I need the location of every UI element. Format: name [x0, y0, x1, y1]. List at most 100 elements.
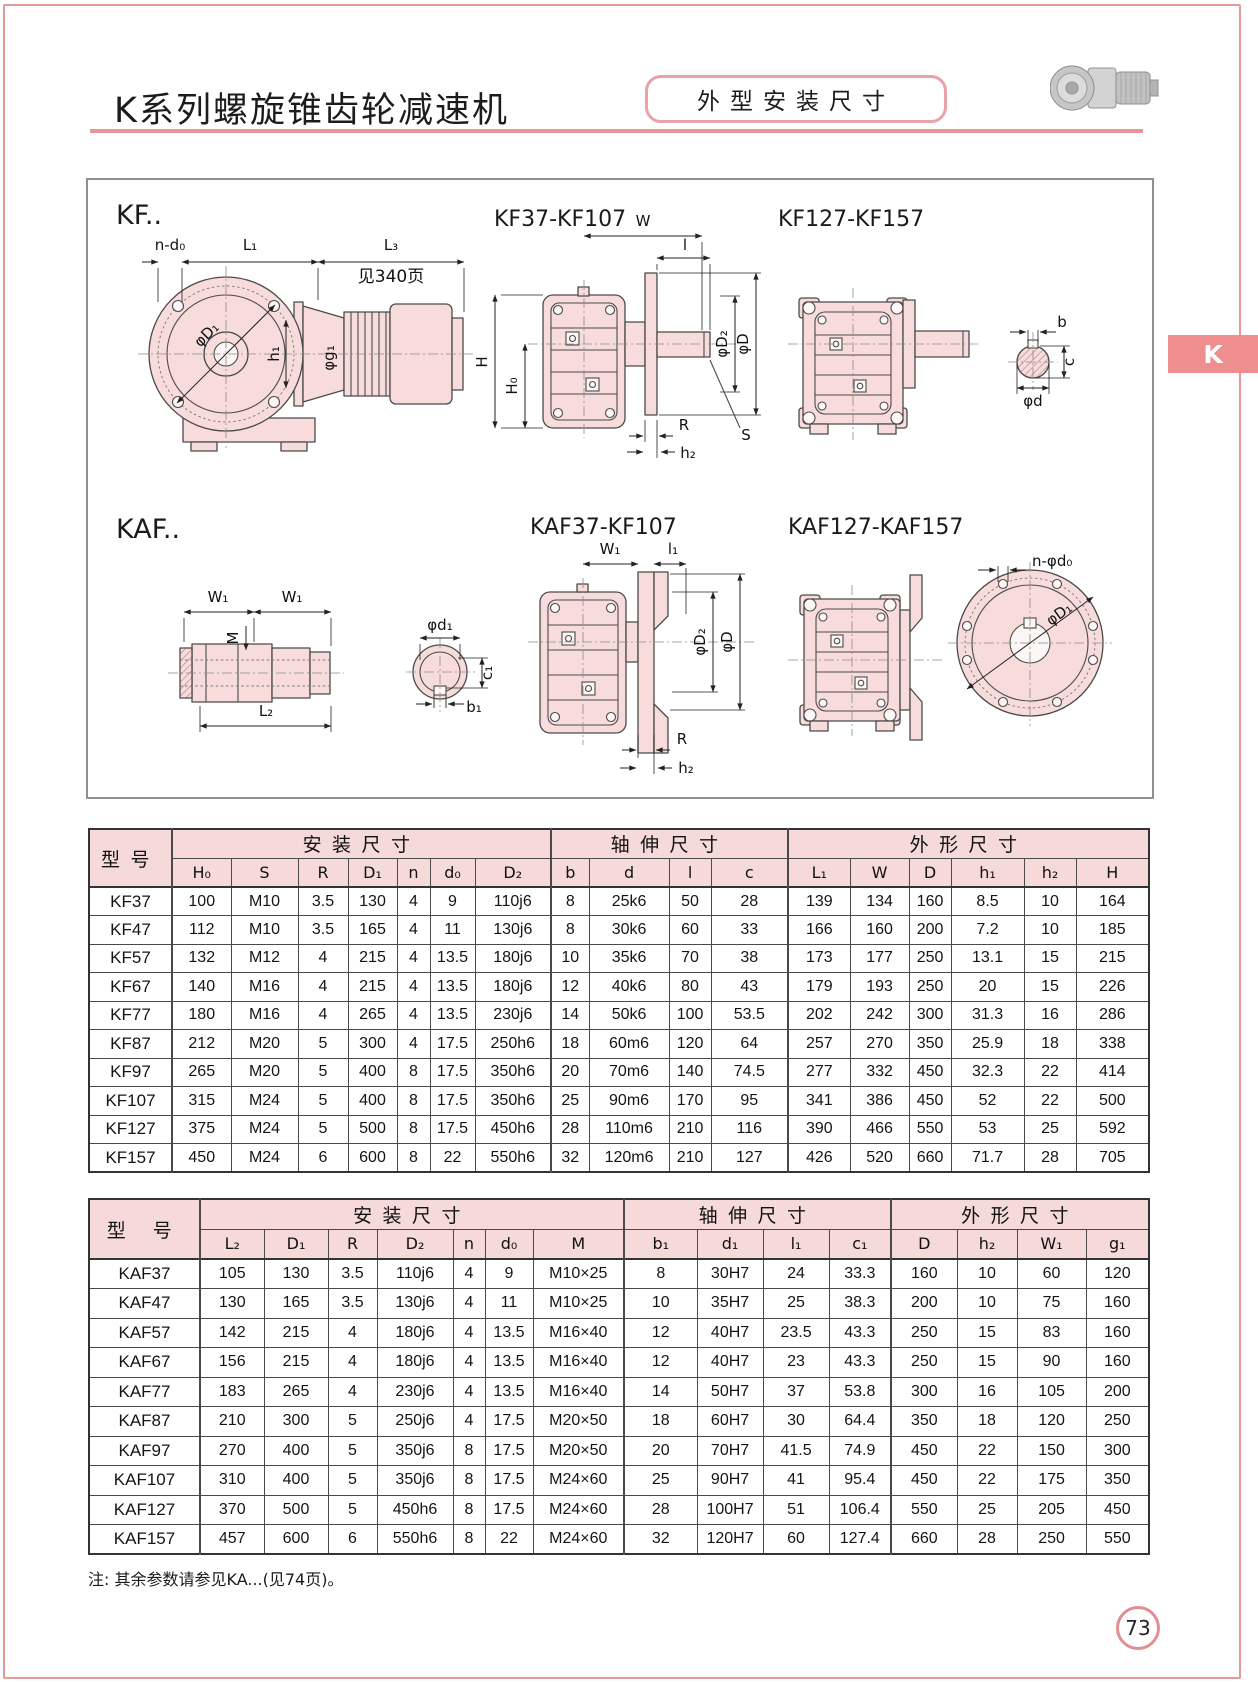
column-header: h₂ [956, 1228, 1018, 1260]
value-cell: 10 [550, 943, 590, 973]
value-cell: 60 [762, 1524, 830, 1555]
value-cell: 4 [452, 1288, 486, 1319]
value-cell: 30H7 [696, 1258, 764, 1289]
value-cell: 550 [1085, 1524, 1150, 1555]
value-cell: 257 [787, 1029, 851, 1059]
value-cell: 40H7 [696, 1347, 764, 1378]
value-cell: 40H7 [696, 1317, 764, 1348]
kf-series-label: KF.. [116, 200, 162, 231]
value-cell: 90H7 [696, 1465, 764, 1496]
technical-drawings: KF.. KF37-KF107 KF127-KF157 KAF.. KAF37-… [116, 200, 1112, 777]
value-cell: 270 [849, 1029, 910, 1059]
dim-phid1: φd₁ [427, 616, 452, 634]
model-cell: KAF97 [88, 1435, 201, 1466]
value-cell: 116 [710, 1114, 790, 1144]
value-cell: 132 [171, 943, 232, 973]
group-header-outline: 外形尺寸 [890, 1198, 1150, 1230]
value-cell: 165 [347, 915, 398, 945]
value-cell: 30k6 [588, 915, 670, 945]
column-header-model: 型号 [88, 828, 173, 888]
value-cell: 400 [263, 1435, 329, 1466]
value-cell: 17.5 [429, 1086, 476, 1116]
value-cell: 8 [452, 1494, 486, 1525]
page-number-value: 73 [1125, 1616, 1151, 1640]
value-cell: 4 [327, 1347, 378, 1378]
value-cell: 22 [484, 1524, 534, 1555]
group-header-shaft: 轴伸尺寸 [550, 828, 790, 859]
column-header: D₁ [263, 1228, 329, 1260]
value-cell: 22 [1023, 1086, 1077, 1116]
value-cell: 90 [1016, 1347, 1087, 1378]
value-cell: 32 [623, 1524, 698, 1555]
value-cell: 350j6 [376, 1435, 454, 1466]
dim-h1: h₁ [265, 346, 283, 362]
value-cell: 212 [171, 1029, 232, 1059]
value-cell: 5 [327, 1406, 378, 1437]
dim-n-phid0: n-φd₀ [1032, 552, 1072, 570]
value-cell: 414 [1075, 1057, 1150, 1087]
value-cell: 80 [668, 972, 712, 1002]
value-cell: 12 [623, 1347, 698, 1378]
value-cell: 140 [171, 972, 232, 1002]
value-cell: 426 [787, 1143, 851, 1173]
value-cell: 165 [263, 1288, 329, 1319]
value-cell: 25 [956, 1494, 1018, 1525]
value-cell: 17.5 [484, 1435, 534, 1466]
value-cell: 250 [1085, 1406, 1150, 1437]
value-cell: 40k6 [588, 972, 670, 1002]
value-cell: 17.5 [429, 1029, 476, 1059]
value-cell: 550 [890, 1494, 958, 1525]
column-header: g₁ [1085, 1228, 1150, 1260]
value-cell: 250 [908, 972, 952, 1002]
dim-c: c [1060, 358, 1078, 366]
value-cell: 139 [787, 886, 851, 916]
dim-c1: c₁ [478, 666, 496, 680]
value-cell: 8.5 [950, 886, 1025, 916]
dim-W1: W₁ [600, 540, 621, 558]
model-cell: KF157 [88, 1143, 173, 1173]
value-cell: 100 [171, 886, 232, 916]
value-cell: 28 [1023, 1143, 1077, 1173]
kaf-hollow-shaft-drawing: W₁ W₁ M L₂ [168, 588, 344, 732]
value-cell: 660 [890, 1524, 958, 1555]
value-cell: 8 [623, 1258, 698, 1289]
value-cell: 180 [171, 1000, 232, 1030]
table-group-header-row: 型号 安装尺寸 轴伸尺寸 外形尺寸 [88, 828, 1150, 888]
value-cell: 17.5 [484, 1465, 534, 1496]
value-cell: 3.5 [327, 1288, 378, 1319]
value-cell: 35k6 [588, 943, 670, 973]
column-header: D [890, 1228, 958, 1260]
value-cell: 350 [908, 1029, 952, 1059]
value-cell: M16×40 [532, 1317, 626, 1348]
value-cell: 226 [1075, 972, 1150, 1002]
value-cell: 180j6 [474, 943, 553, 973]
section-badge: 外型安装尺寸 [645, 75, 947, 123]
value-cell: 10 [1023, 886, 1077, 916]
value-cell: 8 [396, 1143, 431, 1173]
column-header: D₂ [474, 857, 553, 888]
value-cell: 4 [396, 1029, 431, 1059]
value-cell: 210 [668, 1143, 712, 1173]
dim-M: M [224, 632, 242, 645]
value-cell: 11 [429, 915, 476, 945]
value-cell: 15 [956, 1317, 1018, 1348]
value-cell: 350 [1085, 1465, 1150, 1496]
column-header: l₁ [762, 1228, 830, 1260]
value-cell: 250j6 [376, 1406, 454, 1437]
dim-h2: h₂ [680, 444, 696, 462]
value-cell: 18 [1023, 1029, 1077, 1059]
value-cell: 150 [1016, 1435, 1087, 1466]
dim-W1: W₁ [282, 588, 303, 606]
value-cell: 28 [710, 886, 790, 916]
dim-phig1: φg₁ [320, 345, 338, 370]
header-rule [90, 129, 1143, 133]
dim-l: l [683, 236, 687, 254]
value-cell: 4 [396, 943, 431, 973]
value-cell: 22 [1023, 1057, 1077, 1087]
column-header: b [550, 857, 590, 888]
value-cell: 17.5 [484, 1494, 534, 1525]
